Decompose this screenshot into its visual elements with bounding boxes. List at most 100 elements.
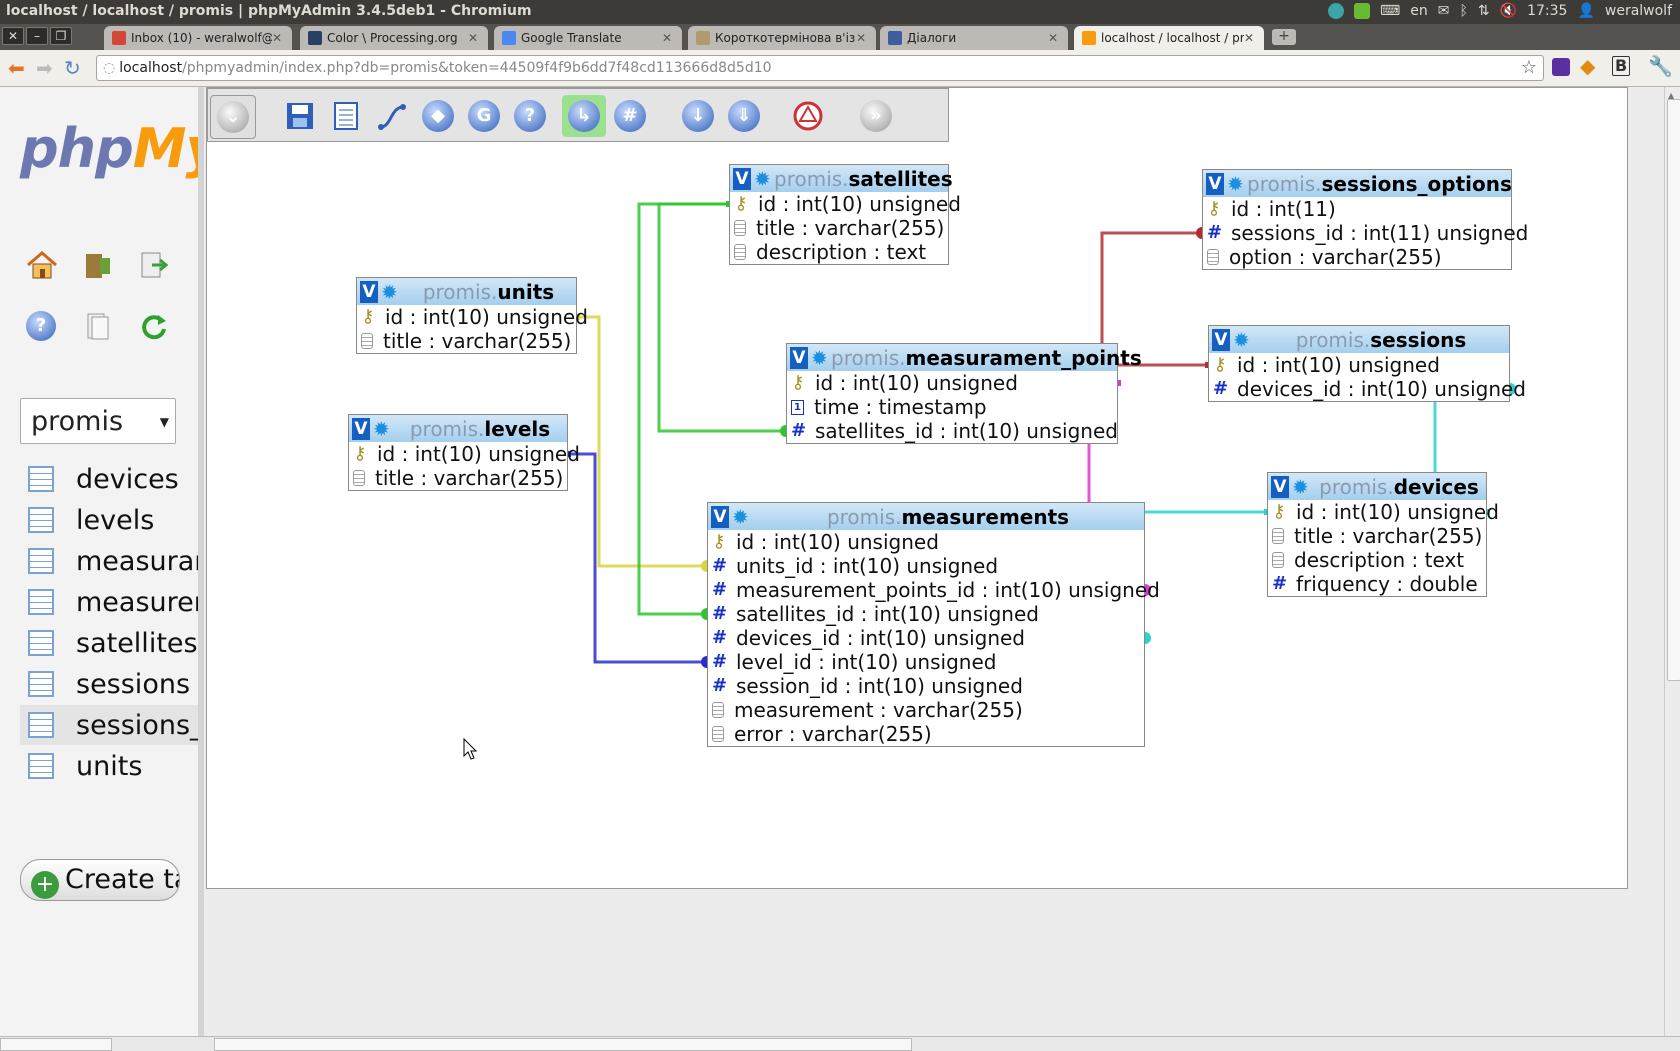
small-big-all-button[interactable]: ↓ (676, 95, 720, 137)
create-relation-button[interactable] (370, 95, 414, 137)
sidebar-table-0[interactable]: devices (20, 459, 198, 499)
database-select[interactable]: promis▼ (20, 398, 176, 444)
column-row[interactable]: #session_id : int(10) unsigned (708, 674, 1144, 698)
gear-icon[interactable]: ✹ (732, 504, 749, 529)
tab-close-icon[interactable]: ✕ (662, 31, 673, 45)
column-row[interactable]: title : varchar(255) (357, 329, 576, 353)
network-icon[interactable]: ⇅ (1477, 3, 1490, 19)
table-header[interactable]: V✹promis.measurements (708, 503, 1144, 530)
toggle-table-icon[interactable]: V (1212, 328, 1230, 351)
clock[interactable]: 17:35 (1527, 3, 1568, 19)
toggle-menu-button[interactable]: ⌄ (210, 95, 256, 139)
table-header[interactable]: V✹promis.sessions_options (1203, 170, 1512, 197)
table-header[interactable]: V✹promis.levels (349, 415, 567, 442)
tab-2[interactable]: Google Translate✕ (494, 26, 682, 50)
table-header[interactable]: V✹promis.devices (1268, 473, 1486, 500)
column-row[interactable]: description : text (730, 240, 948, 264)
address-bar[interactable]: ◌localhost/phpmyadmin/index.php?db=promi… (96, 55, 1544, 81)
column-row[interactable]: ⚷id : int(10) unsigned (349, 442, 579, 466)
volume-icon[interactable]: 🔇 (1499, 3, 1518, 19)
snap-to-grid-button[interactable]: # (608, 95, 652, 137)
user-name[interactable]: weralwolf (1604, 3, 1672, 19)
reload-navigation-icon[interactable] (138, 311, 168, 341)
column-row[interactable]: option : varchar(255) (1203, 245, 1511, 269)
tab-close-icon[interactable]: ✕ (272, 31, 283, 45)
extension-b-icon[interactable]: B (1612, 56, 1631, 76)
column-row[interactable]: ⚷id : int(10) unsigned (787, 371, 1117, 395)
column-row[interactable]: title : varchar(255) (349, 466, 567, 490)
create-table-page-button[interactable] (324, 95, 368, 137)
tab-4[interactable]: Діалоги✕ (880, 26, 1068, 50)
reload-button[interactable]: ↻ (64, 56, 81, 80)
horizontal-scrollbar[interactable] (0, 1036, 1680, 1051)
tab-close-icon[interactable]: ✕ (1048, 31, 1059, 45)
tab-5[interactable]: localhost / localhost / pror✕ (1074, 26, 1264, 50)
column-row[interactable]: #units_id : int(10) unsigned (708, 554, 1144, 578)
sidebar-table-7[interactable]: units (20, 746, 198, 786)
tab-1[interactable]: Color \ Processing.org✕ (300, 26, 488, 50)
save-position-button[interactable] (278, 95, 322, 137)
column-row[interactable]: #devices_id : int(10) unsigned (1209, 377, 1526, 401)
scroll-thumb[interactable] (1667, 99, 1680, 681)
column-row[interactable]: description : text (1268, 548, 1486, 572)
toggle-table-icon[interactable]: V (711, 505, 729, 528)
table-header[interactable]: V✹promis.sessions (1209, 326, 1509, 353)
table-header[interactable]: V✹promis.measurament_points (787, 344, 1142, 371)
move-menu-button[interactable]: » (854, 95, 898, 137)
reload-button[interactable]: G (462, 95, 506, 137)
sidebar-table-2[interactable]: measuram (20, 541, 198, 581)
sidebar-table-3[interactable]: measurem (20, 582, 198, 622)
toggle-table-icon[interactable]: V (790, 346, 808, 369)
gear-icon[interactable]: ✹ (1233, 327, 1250, 352)
gear-icon[interactable]: ✹ (811, 345, 828, 370)
tab-0[interactable]: Inbox (10) - weralwolf@gr✕ (104, 26, 292, 50)
minimize-window-button[interactable]: – (26, 27, 48, 45)
table-sessions[interactable]: V✹promis.sessions⚷id : int(10) unsigned#… (1208, 325, 1526, 402)
column-row[interactable]: title : varchar(255) (1268, 524, 1486, 548)
gear-icon[interactable]: ✹ (754, 166, 771, 191)
column-row[interactable]: ⚷id : int(11) (1203, 197, 1511, 221)
toggle-table-icon[interactable]: V (733, 167, 751, 190)
column-row[interactable]: error : varchar(255) (708, 722, 1144, 746)
home-icon[interactable] (26, 250, 57, 280)
gear-icon[interactable]: ✹ (373, 416, 390, 441)
query-window-icon[interactable] (138, 250, 169, 280)
language-indicator[interactable]: en (1410, 3, 1428, 19)
designer-canvas[interactable]: ⌄ ◆ G ? ↳ # ↓ ⇓ » V✹promis.satellites⚷id… (206, 87, 1628, 889)
extension-icon-2[interactable]: ◆ (1580, 54, 1596, 78)
tab-close-icon[interactable]: ✕ (1244, 31, 1255, 45)
table-sessions-options[interactable]: V✹promis.sessions_options⚷id : int(11)#s… (1202, 169, 1528, 270)
choose-column-button[interactable]: ◆ (416, 95, 460, 137)
sidebar-table-1[interactable]: levels (20, 500, 198, 540)
vertical-scrollbar[interactable]: ▲ (1664, 87, 1680, 1036)
create-table-button[interactable]: +Create tab (20, 859, 180, 901)
gear-icon[interactable]: ✹ (1292, 474, 1309, 499)
toggle-small-big-button[interactable]: ⇓ (722, 95, 766, 137)
column-row[interactable]: #friquency : double (1268, 572, 1486, 596)
column-row[interactable]: ⚷id : int(10) unsigned (708, 530, 1144, 554)
keyboard-icon[interactable]: ⌨ (1380, 3, 1401, 19)
extension-icon[interactable] (1552, 58, 1570, 76)
column-row[interactable]: #satellites_id : int(10) unsigned (708, 602, 1144, 626)
sidebar-table-4[interactable]: satellites (20, 623, 198, 663)
forward-button[interactable]: ➡ (36, 56, 53, 80)
tab-close-icon[interactable]: ✕ (468, 31, 479, 45)
toggle-table-icon[interactable]: V (360, 280, 378, 303)
column-row[interactable]: ⚷id : int(10) unsigned (1209, 353, 1509, 377)
phpmyadmin-logo[interactable]: phpMy (20, 117, 198, 180)
tab-3[interactable]: Короткотермінова в'ізна✕ (688, 26, 876, 50)
gear-icon[interactable]: ✹ (381, 279, 398, 304)
documentation-icon[interactable] (82, 311, 112, 341)
table-header[interactable]: V✹promis.units (357, 278, 576, 305)
restore-window-button[interactable]: ❐ (50, 27, 72, 45)
close-window-button[interactable]: ✕ (2, 27, 24, 45)
sidebar-scroll-thumb[interactable] (0, 1038, 112, 1051)
column-row[interactable]: ⚷id : int(10) unsigned (730, 192, 960, 216)
back-button[interactable]: ⬅ (8, 56, 25, 80)
column-row[interactable]: title : varchar(255) (730, 216, 948, 240)
bookmark-star-icon[interactable]: ☆ (1520, 57, 1537, 78)
toggle-table-icon[interactable]: V (1206, 172, 1224, 195)
